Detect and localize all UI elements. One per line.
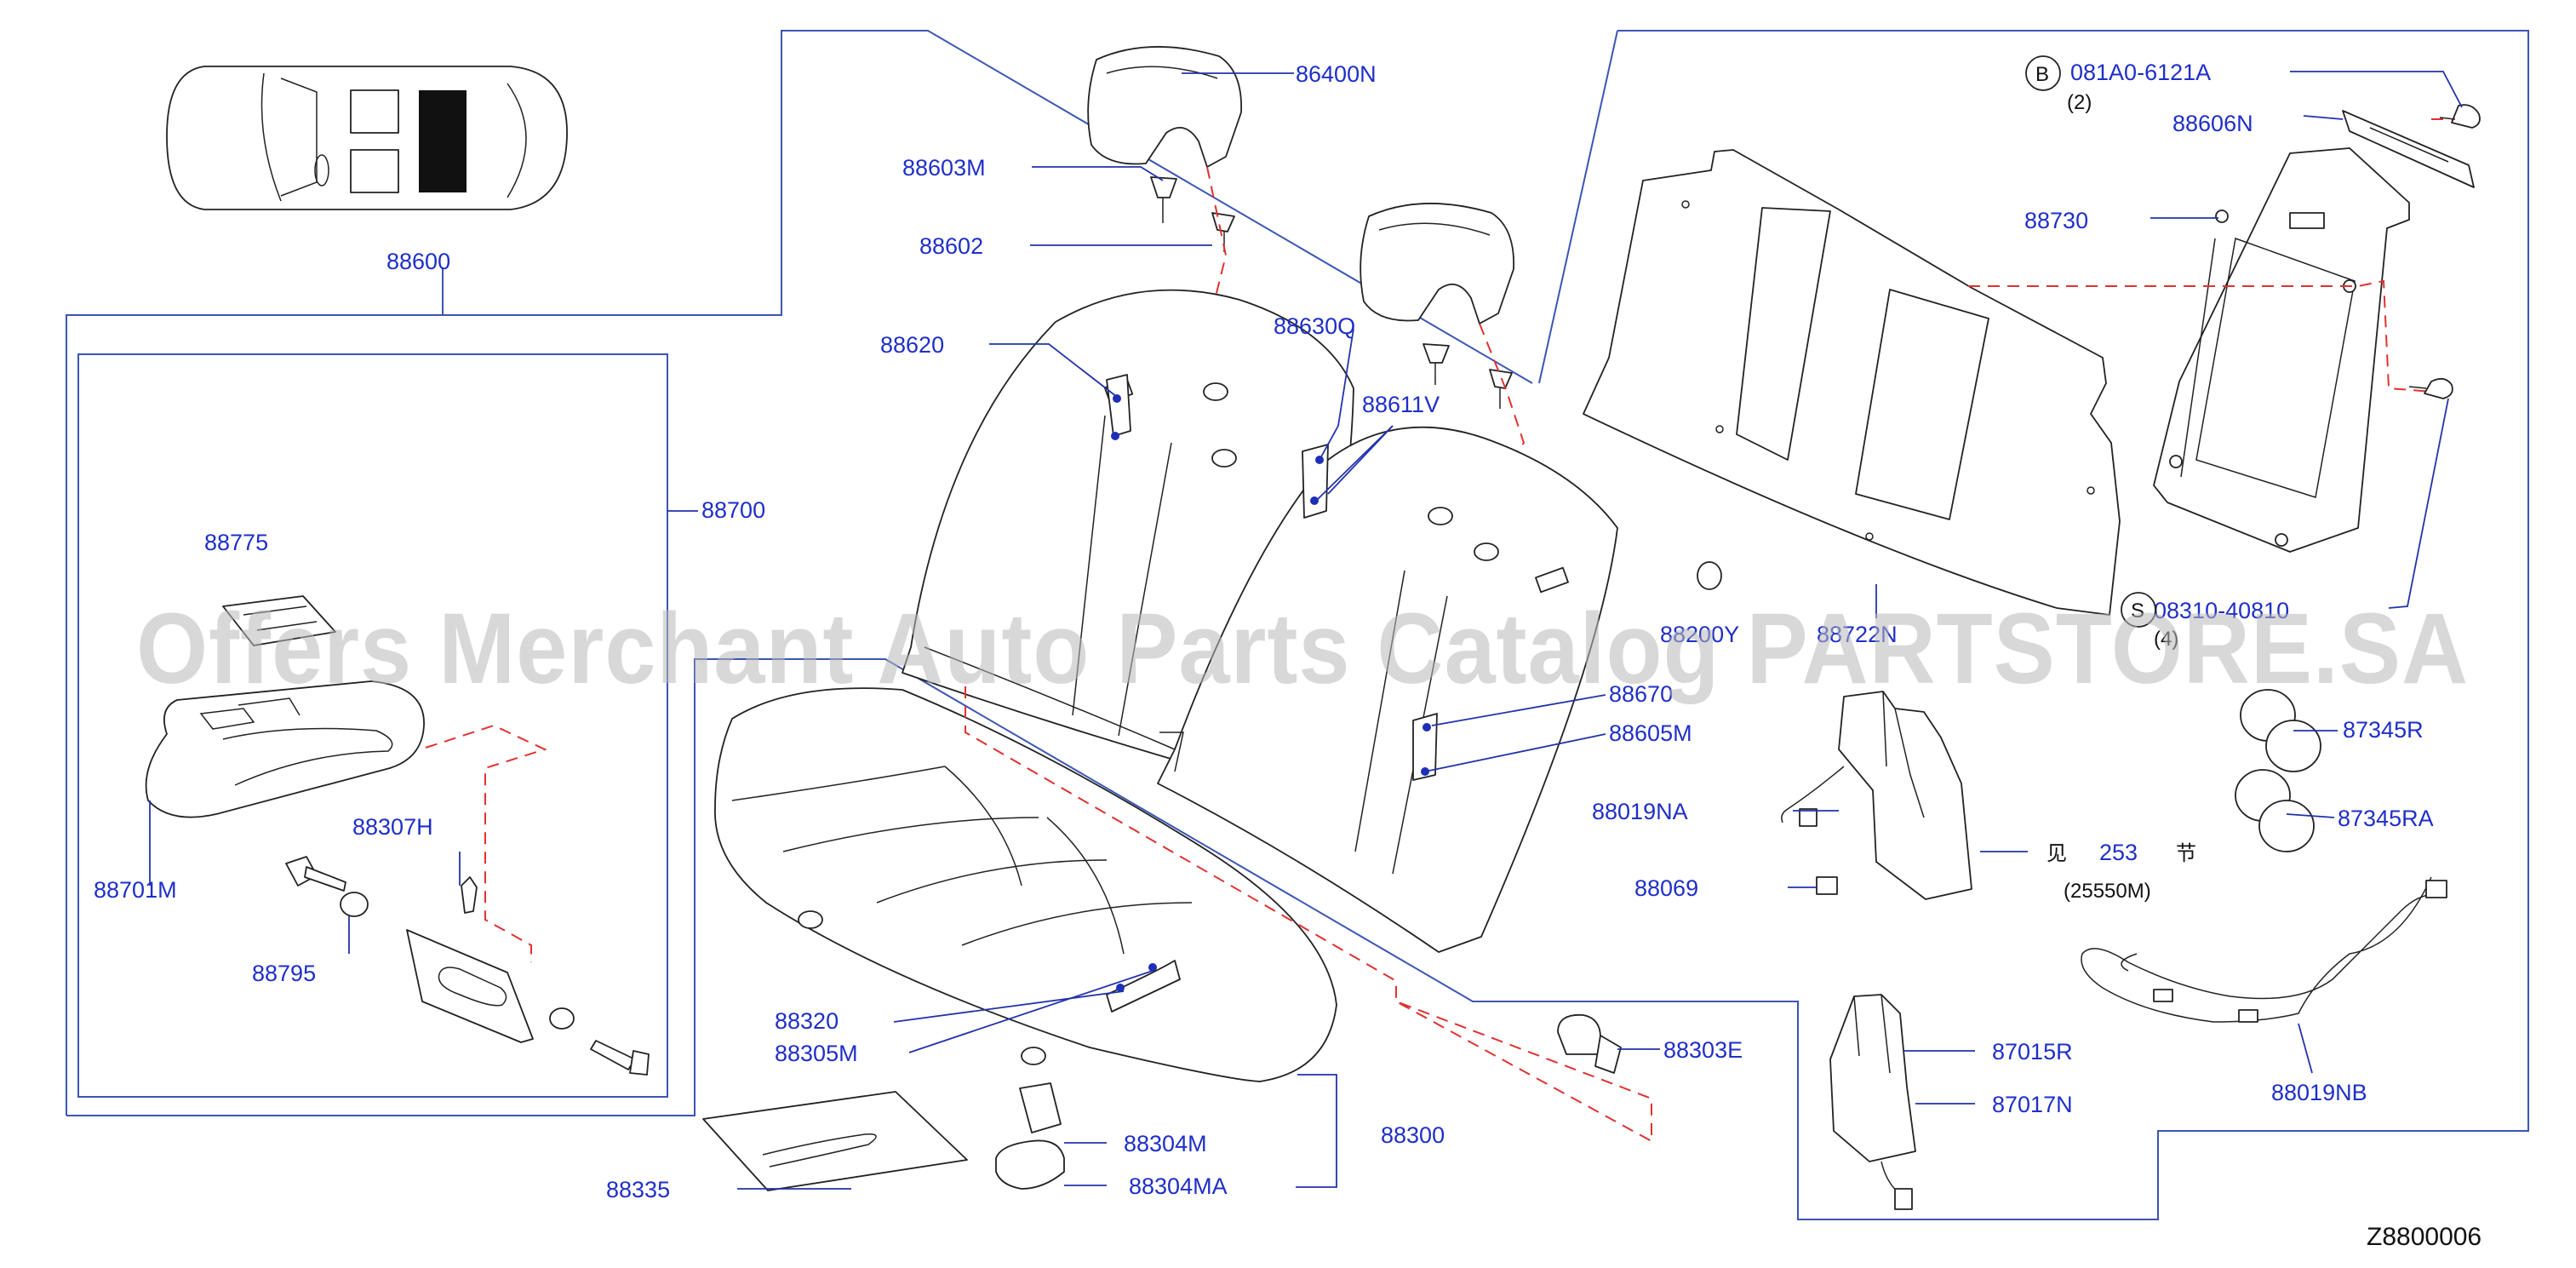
back-board	[1583, 149, 2121, 616]
callout-88069: 88069	[1634, 875, 1698, 901]
watermark-text: Offers Merchant Auto Parts Catalog PARTS…	[136, 593, 2469, 705]
bracket-88606N	[2342, 104, 2481, 399]
callout-88335: 88335	[606, 1177, 670, 1202]
leader-lines	[149, 71, 2463, 1190]
callout-88304M: 88304M	[1124, 1131, 1207, 1156]
callout-88600: 88600	[386, 249, 450, 274]
callout-88304MA: 88304MA	[1129, 1173, 1228, 1199]
callout-081A0-6121A: 081A0-6121A	[2070, 60, 2211, 85]
module-88019NA	[1781, 691, 1972, 900]
callout-88620: 88620	[880, 332, 944, 358]
callout-25550M: (25550M)	[2064, 880, 2151, 903]
callout-88602: 88602	[919, 233, 983, 259]
symbol-b-circle	[2025, 55, 2061, 91]
symbol-s-circle	[2121, 592, 2156, 628]
callout-88019NB: 88019NB	[2271, 1080, 2367, 1105]
armrest-assembly	[145, 595, 650, 1076]
diagram-code: Z8800006	[2367, 1223, 2482, 1251]
dashed-route-panel	[1968, 279, 2434, 393]
callout-labels: 88600 88700 88775 88701M 88307H 88795 86…	[94, 55, 2482, 1251]
callout-86400N: 86400N	[1296, 61, 1377, 87]
callout-88775: 88775	[204, 530, 268, 555]
callout-88603M: 88603M	[902, 155, 986, 181]
car-location-icon	[166, 66, 568, 210]
callout-88795: 88795	[252, 961, 316, 986]
callout-88300: 88300	[1381, 1122, 1445, 1148]
callout-88722N: 88722N	[1817, 622, 1898, 647]
callout-88019NA: 88019NA	[1592, 799, 1688, 824]
callout-08310-40810: 08310-40810	[2154, 598, 2289, 623]
callout-88320: 88320	[775, 1008, 839, 1034]
seat-back	[902, 289, 1618, 953]
callout-88670: 88670	[1609, 681, 1673, 707]
callout-87015R: 87015R	[1992, 1039, 2073, 1064]
callout-88611V: 88611V	[1362, 392, 1440, 417]
callout-88305M: 88305M	[775, 1041, 858, 1066]
pad-88335	[702, 1091, 968, 1191]
callout-88200Y: 88200Y	[1660, 622, 1739, 647]
harness-88019NB	[2081, 876, 2447, 1023]
small-clips	[995, 561, 1722, 1190]
panel-88730	[2153, 147, 2410, 553]
pad-slot	[762, 1133, 877, 1168]
callout-88700: 88700	[701, 497, 765, 523]
callout-qty-4: (4)	[2154, 628, 2178, 651]
callout-88701M: 88701M	[94, 877, 177, 903]
callout-88730: 88730	[2024, 208, 2088, 233]
callout-87345RA: 87345RA	[2338, 806, 2434, 831]
callout-88307H: 88307H	[352, 814, 433, 840]
group-frames	[66, 30, 2529, 1220]
symbol-s: S	[2131, 600, 2144, 623]
callout-88303E: 88303E	[1663, 1037, 1743, 1063]
callout-88605M: 88605M	[1609, 720, 1692, 746]
callout-88630Q: 88630Q	[1274, 313, 1355, 339]
seat-cushion	[714, 686, 1652, 1143]
callout-88606N: 88606N	[2172, 111, 2253, 136]
rings	[2235, 689, 2321, 852]
see-section-page: 253	[2099, 840, 2138, 865]
see-section-prefix: 见	[2046, 842, 2067, 865]
callout-87017N: 87017N	[1992, 1092, 2073, 1117]
symbol-b: B	[2035, 63, 2049, 86]
callout-qty-2: (2)	[2067, 91, 2092, 114]
module-87015R	[1829, 994, 1916, 1210]
callout-87345R: 87345R	[2343, 717, 2424, 743]
see-section-suffix: 节	[2176, 842, 2196, 865]
